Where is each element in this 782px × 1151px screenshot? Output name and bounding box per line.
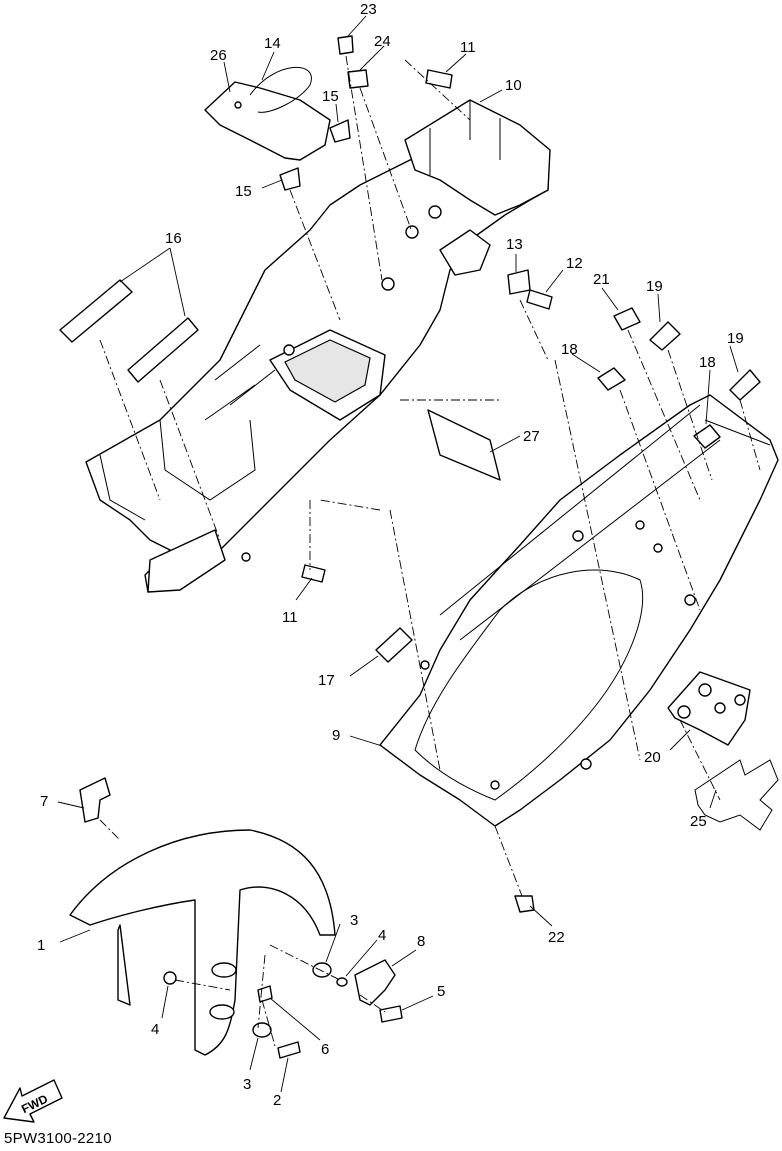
callout-6: 6 bbox=[321, 1041, 329, 1058]
gasket-25 bbox=[694, 759, 779, 831]
callout-19b: 19 bbox=[727, 330, 744, 347]
callout-9: 9 bbox=[332, 727, 340, 744]
rear-fender-frame bbox=[85, 99, 551, 593]
callout-17: 17 bbox=[318, 672, 335, 689]
center-lines bbox=[99, 55, 761, 1047]
callout-2: 2 bbox=[273, 1092, 281, 1109]
callout-3b: 3 bbox=[243, 1076, 251, 1093]
pad-19 bbox=[649, 321, 681, 351]
callout-13: 13 bbox=[506, 236, 523, 253]
label-16b bbox=[127, 317, 199, 383]
callout-18: 18 bbox=[561, 341, 578, 358]
callout-3: 3 bbox=[350, 912, 358, 929]
fastener-22 bbox=[514, 895, 535, 913]
callout-12: 12 bbox=[566, 255, 583, 272]
callout-1: 1 bbox=[37, 937, 45, 954]
callout-10: 10 bbox=[505, 77, 522, 94]
label-16 bbox=[59, 279, 133, 343]
callout-4: 4 bbox=[378, 927, 386, 944]
bolts bbox=[257, 35, 553, 1059]
callout-15b: 15 bbox=[235, 183, 252, 200]
callout-4b: 4 bbox=[151, 1021, 159, 1038]
callout-25: 25 bbox=[690, 813, 707, 830]
front-fender bbox=[69, 829, 336, 1056]
callout-24: 24 bbox=[374, 33, 391, 50]
grommet-24 bbox=[347, 69, 369, 89]
clip-21 bbox=[613, 307, 641, 331]
leader-lines bbox=[57, 15, 739, 1093]
inner-fender bbox=[379, 394, 779, 827]
callout-11: 11 bbox=[460, 39, 476, 56]
clip-15b bbox=[279, 167, 301, 191]
callout-27: 27 bbox=[523, 428, 540, 445]
clip-15 bbox=[329, 119, 351, 143]
callout-5: 5 bbox=[437, 983, 445, 1000]
washer-4 bbox=[163, 971, 348, 987]
callout-15: 15 bbox=[322, 88, 339, 105]
callout-20: 20 bbox=[644, 749, 661, 766]
callout-22: 22 bbox=[548, 929, 565, 946]
pad-19b bbox=[729, 369, 761, 401]
bracket-7 bbox=[79, 777, 111, 823]
diagram-code: 5PW3100-2210 bbox=[4, 1130, 112, 1147]
seat-strap bbox=[204, 66, 331, 161]
callout-16: 16 bbox=[165, 230, 182, 247]
callout-14: 14 bbox=[264, 35, 281, 52]
bracket-8 bbox=[354, 959, 396, 1006]
callouts: 1 2 3 3 4 4 5 6 7 8 9 10 11 11 12 13 14 … bbox=[37, 1, 744, 1109]
pad-18 bbox=[597, 367, 626, 391]
callout-26: 26 bbox=[210, 47, 227, 64]
callout-8: 8 bbox=[417, 933, 425, 950]
collar-13 bbox=[507, 269, 531, 295]
plate-20 bbox=[667, 671, 751, 746]
pad-17 bbox=[375, 627, 413, 663]
pad-18b bbox=[693, 424, 721, 449]
sheet-27 bbox=[427, 409, 501, 481]
callout-7: 7 bbox=[40, 793, 48, 810]
callout-21: 21 bbox=[593, 271, 610, 288]
callout-23: 23 bbox=[360, 1, 377, 18]
callout-18b: 18 bbox=[699, 354, 716, 371]
callout-11b: 11 bbox=[282, 609, 298, 626]
callout-19: 19 bbox=[646, 278, 663, 295]
fwd-arrow-icon: FWD bbox=[3, 1079, 63, 1123]
